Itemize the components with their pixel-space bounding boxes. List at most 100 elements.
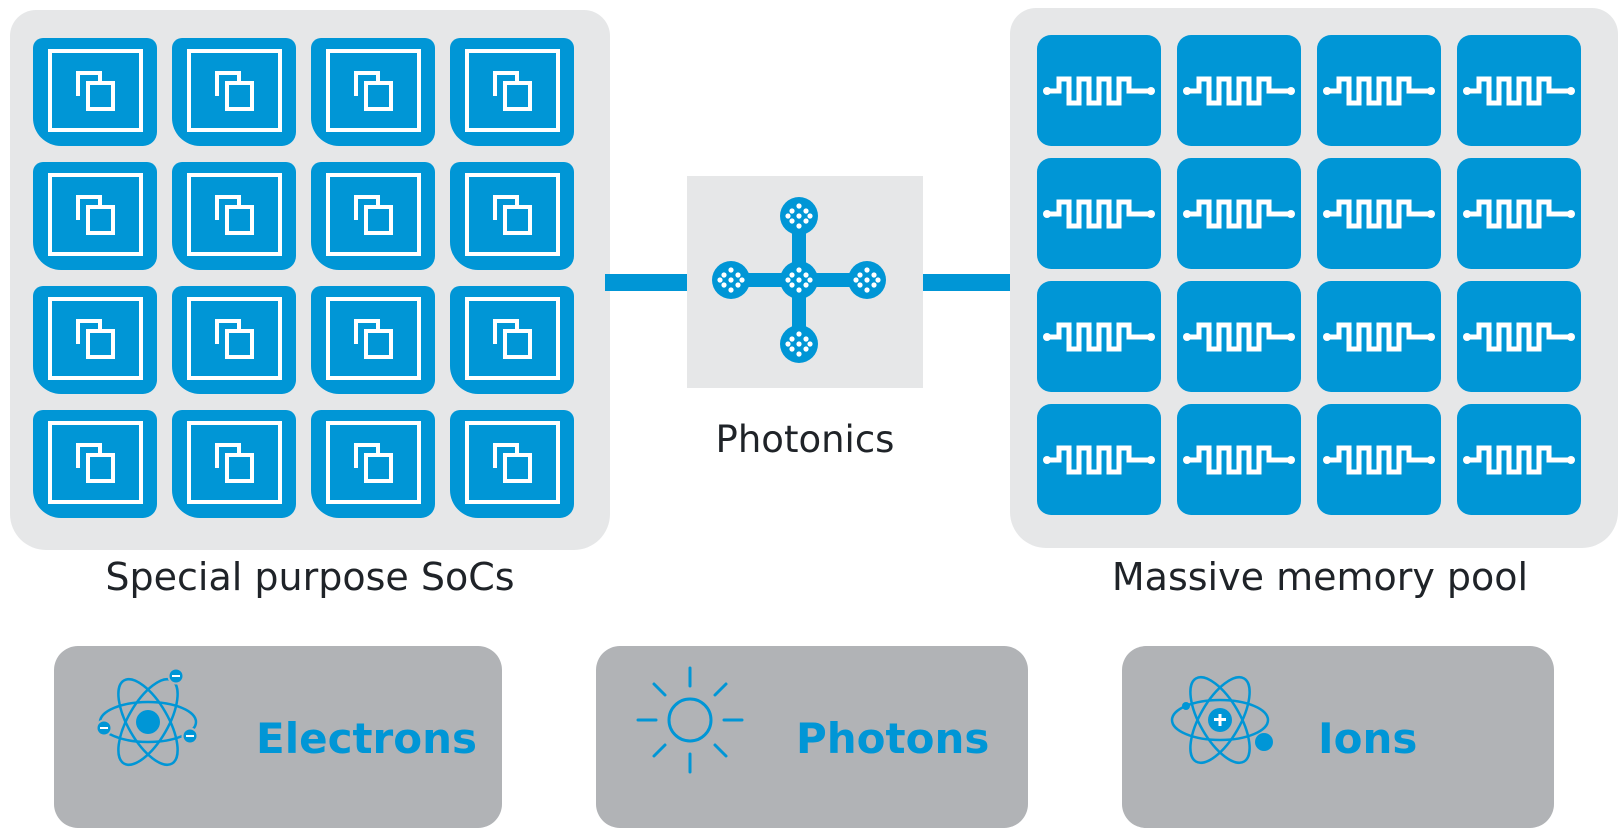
soc-tile bbox=[33, 286, 157, 394]
photonic-fiber-dot bbox=[864, 267, 870, 273]
memory-waveform-icon bbox=[1183, 445, 1295, 475]
memory-tile bbox=[1177, 404, 1301, 515]
photonics-label: Photonics bbox=[715, 418, 895, 461]
memory-waveform-icon bbox=[1043, 76, 1155, 106]
photonic-fiber-dot bbox=[807, 341, 813, 347]
photonic-fiber-dot bbox=[871, 272, 877, 278]
photonic-fiber-dot bbox=[875, 277, 881, 283]
photonics-hub bbox=[687, 176, 923, 388]
photonic-fiber-dot bbox=[796, 213, 802, 219]
atom-ion-icon bbox=[1170, 675, 1273, 765]
memory-waveform-icon bbox=[1183, 322, 1295, 352]
memory-tile bbox=[1457, 35, 1581, 146]
chip-icon bbox=[326, 421, 421, 504]
photonic-fiber-dot bbox=[728, 267, 734, 273]
soc-tile bbox=[311, 410, 435, 518]
photonic-fiber-dot bbox=[796, 203, 802, 209]
photonic-fiber-dot bbox=[789, 336, 795, 342]
chip-icon bbox=[326, 173, 421, 256]
soc-tile bbox=[172, 162, 296, 270]
photonic-fiber-dot bbox=[789, 208, 795, 214]
photonic-fiber-dot bbox=[803, 208, 809, 214]
soc-tile bbox=[172, 410, 296, 518]
photonic-fiber-dot bbox=[735, 282, 741, 288]
photonic-link-right bbox=[923, 274, 1013, 291]
memory-waveform-icon bbox=[1043, 445, 1155, 475]
photonic-fiber-dot bbox=[728, 277, 734, 283]
ions-card: Ions bbox=[1122, 646, 1554, 828]
chip-icon bbox=[187, 421, 282, 504]
soc-tile bbox=[172, 286, 296, 394]
chip-icon bbox=[465, 49, 560, 132]
sun-icon bbox=[636, 666, 744, 774]
memory-waveform-icon bbox=[1323, 445, 1435, 475]
soc-tile bbox=[311, 286, 435, 394]
memory-tile bbox=[1317, 404, 1441, 515]
memory-waveform-icon bbox=[1043, 199, 1155, 229]
photonic-network-icon bbox=[712, 197, 886, 363]
chip-icon bbox=[465, 297, 560, 380]
soc-panel-label: Special purpose SoCs bbox=[105, 555, 515, 599]
memory-tile bbox=[1037, 281, 1161, 392]
photonic-fiber-dot bbox=[728, 287, 734, 293]
photonic-fiber-dot bbox=[803, 218, 809, 224]
soc-tile bbox=[311, 162, 435, 270]
photonic-fiber-dot bbox=[721, 272, 727, 278]
memory-tile bbox=[1317, 281, 1441, 392]
photonic-fiber-dot bbox=[803, 272, 809, 278]
memory-tile bbox=[1317, 158, 1441, 269]
photonic-fiber-dot bbox=[857, 282, 863, 288]
memory-waveform-icon bbox=[1463, 445, 1575, 475]
chip-icon bbox=[187, 297, 282, 380]
memory-waveform-icon bbox=[1323, 199, 1435, 229]
chip-icon bbox=[48, 421, 143, 504]
soc-tile bbox=[450, 162, 574, 270]
photonic-fiber-dot bbox=[789, 218, 795, 224]
photonic-fiber-dot bbox=[796, 267, 802, 273]
memory-waveform-icon bbox=[1463, 322, 1575, 352]
electrons-card: Electrons bbox=[54, 646, 502, 828]
photonic-fiber-dot bbox=[739, 277, 745, 283]
memory-waveform-icon bbox=[1323, 322, 1435, 352]
soc-tile bbox=[450, 38, 574, 146]
memory-waveform-icon bbox=[1323, 76, 1435, 106]
memory-waveform-icon bbox=[1043, 322, 1155, 352]
photonic-link-left bbox=[605, 274, 687, 291]
photonic-fiber-dot bbox=[803, 346, 809, 352]
memory-tile bbox=[1317, 35, 1441, 146]
photonic-fiber-dot bbox=[796, 331, 802, 337]
photonic-fiber-dot bbox=[717, 277, 723, 283]
chip-icon bbox=[326, 297, 421, 380]
chip-icon bbox=[465, 173, 560, 256]
photonic-fiber-dot bbox=[735, 272, 741, 278]
chip-icon bbox=[48, 173, 143, 256]
chip-icon bbox=[187, 173, 282, 256]
photonic-fiber-dot bbox=[796, 351, 802, 357]
photonic-fiber-dot bbox=[871, 282, 877, 288]
photonic-fiber-dot bbox=[853, 277, 859, 283]
memory-tile bbox=[1037, 404, 1161, 515]
photonic-fiber-dot bbox=[803, 282, 809, 288]
memory-pool-label: Massive memory pool bbox=[1111, 555, 1529, 599]
memory-tile bbox=[1177, 281, 1301, 392]
chip-icon bbox=[326, 49, 421, 132]
chip-icon bbox=[48, 49, 143, 132]
memory-tile bbox=[1037, 158, 1161, 269]
photonic-fiber-dot bbox=[796, 277, 802, 283]
photonic-fiber-dot bbox=[807, 277, 813, 283]
chip-icon bbox=[48, 297, 143, 380]
memory-tile bbox=[1457, 281, 1581, 392]
memory-tile bbox=[1457, 158, 1581, 269]
photonic-fiber-dot bbox=[789, 282, 795, 288]
memory-waveform-icon bbox=[1183, 199, 1295, 229]
soc-tile bbox=[450, 286, 574, 394]
photons-card: Photons bbox=[596, 646, 1028, 828]
soc-tile bbox=[311, 38, 435, 146]
soc-tile bbox=[33, 410, 157, 518]
memory-waveform-icon bbox=[1183, 76, 1295, 106]
photonic-fiber-dot bbox=[789, 272, 795, 278]
photonic-fiber-dot bbox=[803, 336, 809, 342]
photonic-fiber-dot bbox=[785, 277, 791, 283]
soc-tile bbox=[33, 38, 157, 146]
memory-waveform-icon bbox=[1463, 76, 1575, 106]
